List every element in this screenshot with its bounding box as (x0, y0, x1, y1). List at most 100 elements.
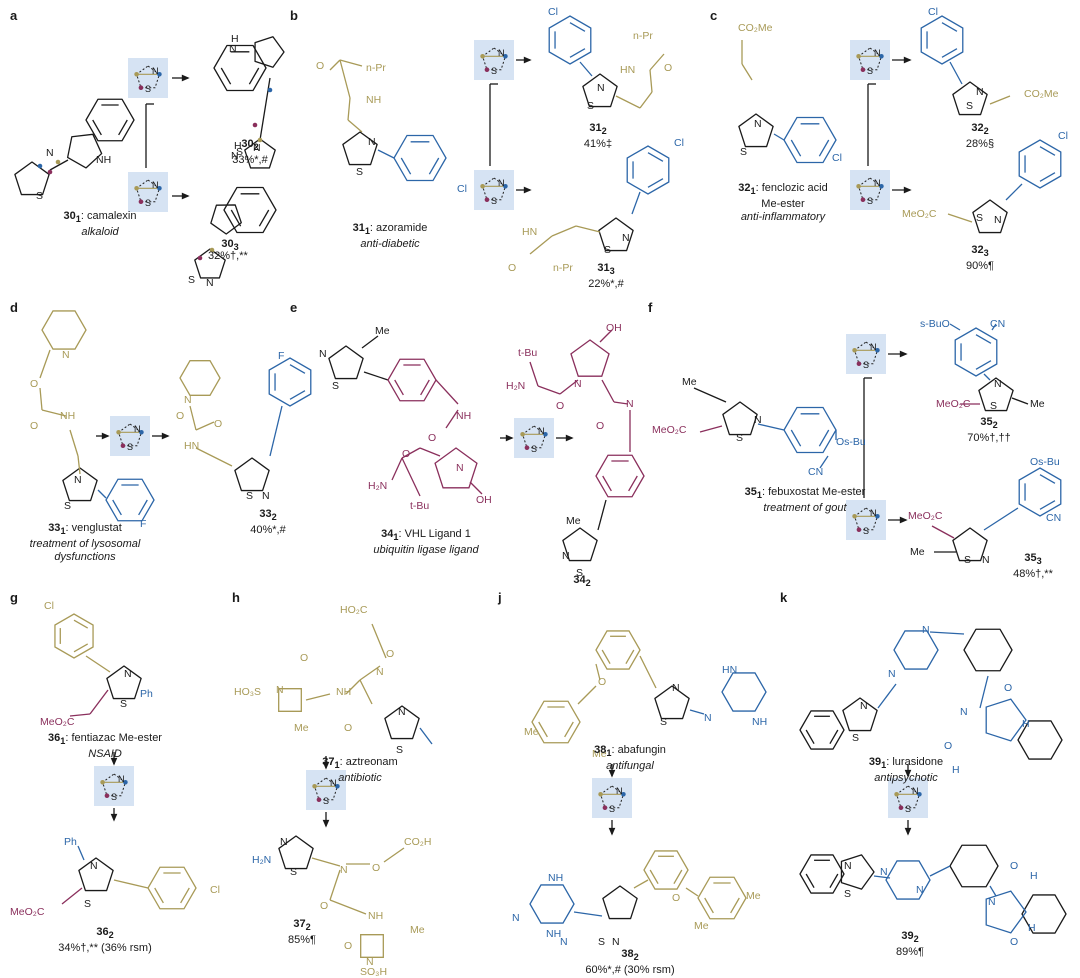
atom-label: N (754, 414, 762, 426)
arrow-head (899, 350, 908, 358)
atom-label: S (964, 554, 972, 566)
atom-label: S (531, 444, 537, 454)
atom-label: N (231, 150, 239, 162)
reagent-box (850, 170, 890, 210)
atom-label: S (867, 66, 873, 76)
heterocycle-ring (738, 113, 774, 148)
atom-label: H (1028, 922, 1036, 934)
benzene-ring (548, 15, 592, 65)
benzene-ring (268, 357, 312, 407)
benzene-ring (920, 15, 964, 65)
atom-highlight-dot (116, 429, 121, 435)
double-bond (569, 22, 586, 32)
bond (419, 727, 433, 745)
atom-label: N (340, 864, 348, 876)
atom-label: t-Bu (410, 500, 430, 512)
atom-label: N (860, 700, 868, 712)
heterocycle-ring (14, 161, 50, 196)
atom-label: N (597, 82, 605, 94)
double-bond (569, 48, 586, 58)
bond (113, 879, 149, 889)
atom-label: S (111, 792, 117, 802)
atom-highlight-dot (598, 791, 603, 797)
atom-label: Me (682, 376, 697, 388)
bond (639, 91, 653, 109)
atom-label: Os-Bu (836, 436, 866, 448)
atom-label: NH (368, 910, 384, 922)
bond (339, 59, 351, 99)
atom-highlight-dot (875, 347, 880, 353)
atom-label: N (754, 118, 762, 130)
bond (401, 457, 421, 497)
benzene-ring (85, 98, 135, 142)
atom-label: MeO₂C (40, 716, 75, 728)
atom-highlight-dot (856, 527, 862, 533)
atom-label: NH (336, 686, 352, 698)
atom-label: F (278, 350, 285, 362)
bond (383, 847, 405, 863)
heterocycle-ring (842, 697, 878, 732)
panel-letter-k: k (780, 590, 788, 605)
atom-label: N (870, 508, 877, 518)
atom-highlight-dot (879, 183, 884, 189)
heterocycle-ring (278, 688, 302, 712)
atom-highlight-dot (209, 247, 215, 253)
atom-label: NH (96, 154, 112, 166)
atom-label: N (253, 142, 261, 154)
double-bond (829, 729, 839, 745)
atom-label: HN (722, 664, 738, 676)
atom-label: N (960, 706, 968, 718)
bond (259, 77, 271, 141)
atom-label: CO₂H (404, 836, 432, 848)
double-bond (818, 139, 830, 157)
atom-label: N (376, 666, 384, 678)
atom-highlight-dot (134, 71, 139, 77)
atom-label: S (990, 400, 998, 412)
heterocycle-ring (328, 345, 364, 380)
atom-highlight-dot (860, 67, 866, 73)
heterocycle-ring (952, 527, 988, 562)
atom-label: N (366, 956, 374, 968)
atom-highlight-dot (524, 445, 530, 451)
atom-highlight-dot (139, 429, 144, 435)
atom-highlight-dot (267, 87, 273, 93)
double-bond (647, 178, 664, 188)
bond (631, 191, 641, 215)
atom-label: O (1004, 682, 1013, 694)
atom-label: Ph (64, 836, 77, 848)
double-bond (790, 139, 802, 157)
atom-label: N (976, 86, 984, 98)
atom-label: O (596, 420, 605, 432)
atom-label: CN (1046, 512, 1062, 524)
atom-highlight-dot (520, 431, 525, 437)
atom-label: S (863, 360, 869, 370)
atom-highlight-dot (875, 513, 880, 519)
bond (983, 507, 1019, 531)
compound-label-38-2: 382 60%*,# (30% rsm) (585, 948, 675, 977)
bond (931, 525, 955, 539)
double-bond (805, 873, 815, 889)
atom-label: N (46, 147, 54, 159)
atom-label: OH (606, 322, 622, 334)
bond (77, 455, 81, 475)
bond (347, 97, 351, 121)
bond (949, 61, 963, 85)
bond (773, 133, 785, 141)
atom-label: NH (456, 410, 472, 422)
bond (597, 499, 607, 531)
atom-label: H (234, 140, 242, 152)
double-bond (154, 887, 164, 904)
panel-letter-h: h (232, 590, 240, 605)
arrow-head (904, 769, 912, 778)
panel-letter-c: c (710, 8, 718, 23)
atom-label: O (344, 722, 353, 734)
bond (363, 371, 389, 381)
atom-label: Cl (457, 183, 467, 195)
double-bond (790, 429, 802, 447)
double-bond (400, 157, 412, 175)
atom-label: Me (375, 325, 390, 337)
atom-label: N (562, 550, 570, 562)
atom-highlight-dot (120, 443, 126, 449)
atom-label: Ph (140, 688, 153, 700)
compound-label-37-2: 372 85%¶ (288, 918, 316, 947)
